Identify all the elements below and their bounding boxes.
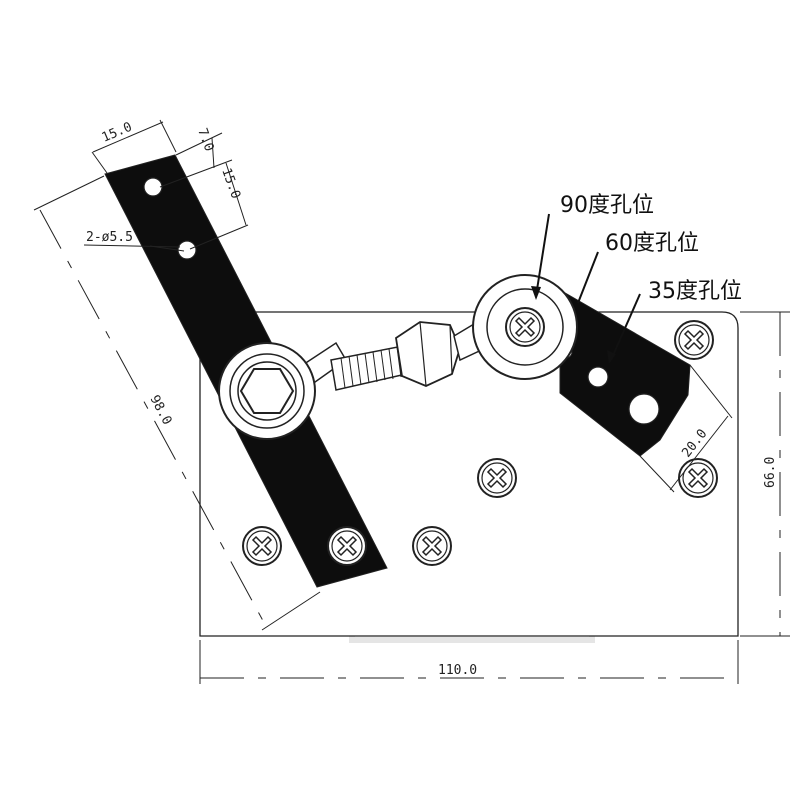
callout-60-label: 60度孔位 (605, 231, 699, 256)
arm-hole-icon-2 (177, 240, 197, 260)
right-rod-end (472, 274, 578, 380)
callout-35-label: 35度孔位 (648, 279, 742, 304)
dim-plate-width-label: 110.0 (438, 663, 477, 678)
dim-hole-spec-label: 2-ø5.5 (86, 230, 133, 245)
plate-screw-icon-4 (412, 526, 452, 566)
callout-35: 35度孔位 (607, 279, 742, 364)
dim-arm-length-label: 98.0 (146, 393, 174, 428)
callout-60: 60度孔位 (577, 231, 699, 304)
arm-screw-icon (327, 526, 367, 566)
crank-hole-35-icon (628, 393, 660, 425)
plate-screw-icon-1 (674, 320, 714, 360)
callout-90: 90度孔位 (531, 193, 654, 300)
dim-plate-height: 66.0 (740, 311, 790, 637)
plate-screw-icon-3 (242, 526, 282, 566)
crank-hole-60-icon (587, 366, 609, 388)
crank-screw-icon (505, 307, 545, 347)
dim-hole-spacing-label: 15.0 (218, 166, 243, 201)
linkage-rod (291, 316, 491, 394)
left-rod-end (218, 342, 316, 440)
dim-hole-spec: 2-ø5.5 (83, 230, 185, 252)
plate-screw-icon-2 (477, 458, 517, 498)
crank-end-screw-icon (678, 458, 718, 498)
dim-plate-height-label: 66.0 (763, 457, 778, 488)
dim-plate-width: 110.0 (199, 640, 739, 684)
callout-90-label: 90度孔位 (560, 193, 654, 218)
arm-hole-icon-1 (143, 177, 163, 197)
dim-hole-offset-label: 7.0 (194, 126, 216, 153)
